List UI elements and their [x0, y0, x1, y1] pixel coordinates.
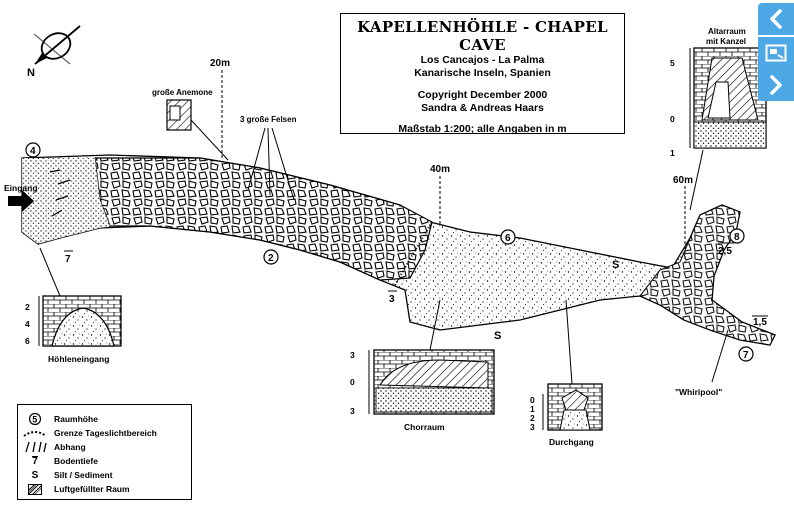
copyright-line-2: Sandra & Andreas Haars: [421, 102, 544, 114]
chor-axis-bottom: 3: [350, 406, 355, 416]
chevron-right-icon: [770, 75, 782, 95]
rocks-label: 3 große Felsen: [240, 115, 297, 124]
location-line-2: Kanarische Inseln, Spanien: [414, 67, 551, 79]
legend-label: Silt / Sediment: [54, 470, 113, 480]
air-space-symbol: [28, 483, 42, 495]
silt-label-2: S: [494, 330, 501, 342]
depth-3: 3: [389, 294, 395, 305]
depth-2-5: 2,5: [718, 246, 732, 257]
anemone-inset: große Anemone: [152, 88, 229, 161]
durchgang-profile: 0 1 2 3 Durchgang: [530, 299, 603, 447]
altar-axis-1: 1: [670, 148, 675, 158]
chor-axis-top: 3: [350, 350, 355, 360]
whirlpool-label: "Whiripool": [675, 387, 722, 397]
legend-label: Grenze Tageslichtbereich: [54, 428, 157, 438]
legend-item-air: Luftgefüllter Raum: [22, 483, 130, 495]
chor-axis-zero: 0: [350, 377, 355, 387]
altar-profile: Altarraum mit Kanzel 5 0 1: [670, 27, 767, 211]
cave-plan: [21, 154, 776, 346]
entrance-axis-4: 4: [25, 319, 30, 329]
durch-axis-0: 0: [530, 395, 535, 405]
height-7: 7: [743, 350, 749, 361]
altar-axis-0: 0: [670, 114, 675, 124]
durchgang-label: Durchgang: [549, 437, 594, 447]
legend-item-slope: Abhang: [22, 441, 86, 453]
chor-label: Chorraum: [404, 422, 445, 432]
entrance-axis-6: 6: [25, 336, 30, 346]
height-2: 2: [268, 253, 274, 264]
map-title: KAPELLENHÖHLE - CHAPEL CAVE: [357, 18, 608, 54]
chevron-left-icon: [770, 9, 782, 29]
legend-label: Luftgefüllter Raum: [54, 484, 130, 494]
scale-note: Maßstab 1:200; alle Angaben in m: [398, 123, 567, 135]
altar-label-2: mit Kanzel: [706, 37, 746, 46]
depth-1-5: 1,5: [753, 317, 767, 328]
prev-button[interactable]: [758, 3, 794, 35]
durch-axis-1: 1: [530, 404, 535, 414]
distance-60m: 60m: [673, 175, 693, 186]
height-6: 6: [505, 233, 511, 244]
height-markers: 4 2 6 8 7: [25, 142, 754, 362]
north-label: N: [27, 67, 35, 79]
altar-axis-5: 5: [670, 58, 675, 68]
legend-label: Bodentiefe: [54, 456, 98, 466]
slideshow-icon: [765, 44, 787, 62]
legend-label: Abhang: [54, 442, 86, 452]
whirlpool-annotation: "Whiripool": [675, 329, 729, 397]
legend-item-depth: 7 Bodentiefe: [22, 455, 98, 467]
durch-axis-2: 2: [530, 413, 535, 423]
svg-text:5: 5: [32, 415, 37, 425]
anemone-label: große Anemone: [152, 88, 213, 97]
distance-20m: 20m: [210, 58, 230, 69]
height-8: 8: [734, 232, 740, 243]
room-height-symbol: 5: [28, 412, 42, 426]
legend: 5 Raumhöhe Grenze Tageslichtbereich Abha…: [17, 404, 192, 500]
height-4: 4: [30, 146, 36, 157]
chor-profile: 3 0 3 Chorraum: [350, 299, 495, 432]
legend-label: Raumhöhe: [54, 414, 98, 424]
slope-symbol: [25, 441, 47, 453]
compass: N: [27, 25, 81, 79]
entrance-axis-2: 2: [25, 302, 30, 312]
durch-axis-3: 3: [530, 422, 535, 432]
slideshow-button[interactable]: [758, 37, 794, 69]
next-button[interactable]: [758, 69, 794, 101]
copyright-line-1: Copyright December 2000: [417, 89, 548, 101]
location-line-1: Los Cancajos - La Palma: [420, 54, 545, 66]
legend-item-daylight: Grenze Tageslichtbereich: [22, 427, 157, 439]
altar-label-1: Altarraum: [708, 27, 746, 36]
distance-40m: 40m: [430, 164, 450, 175]
depth-markers: 7 3 2,5 1,5: [64, 242, 768, 328]
rocks-annotation: 3 große Felsen: [240, 115, 297, 201]
legend-item-silt: S Silt / Sediment: [22, 469, 113, 481]
depth-symbol: 7: [32, 455, 38, 467]
daylight-boundary-symbol: [23, 431, 47, 437]
entrance-label: Eingang: [4, 183, 38, 193]
legend-item-room-height: 5 Raumhöhe: [22, 412, 98, 426]
entrance-profile-label: Höhleneingang: [48, 354, 109, 364]
distance-markers: 20m 40m 60m: [210, 58, 693, 262]
entrance-arrow: Eingang: [4, 183, 38, 212]
depth-7: 7: [65, 254, 71, 265]
entrance-profile: 2 4 6 Höhleneingang: [25, 247, 122, 364]
silt-label-1: S: [612, 259, 619, 271]
silt-symbol: S: [31, 469, 39, 481]
title-box: KAPELLENHÖHLE - CHAPEL CAVE Los Cancajos…: [340, 13, 625, 135]
